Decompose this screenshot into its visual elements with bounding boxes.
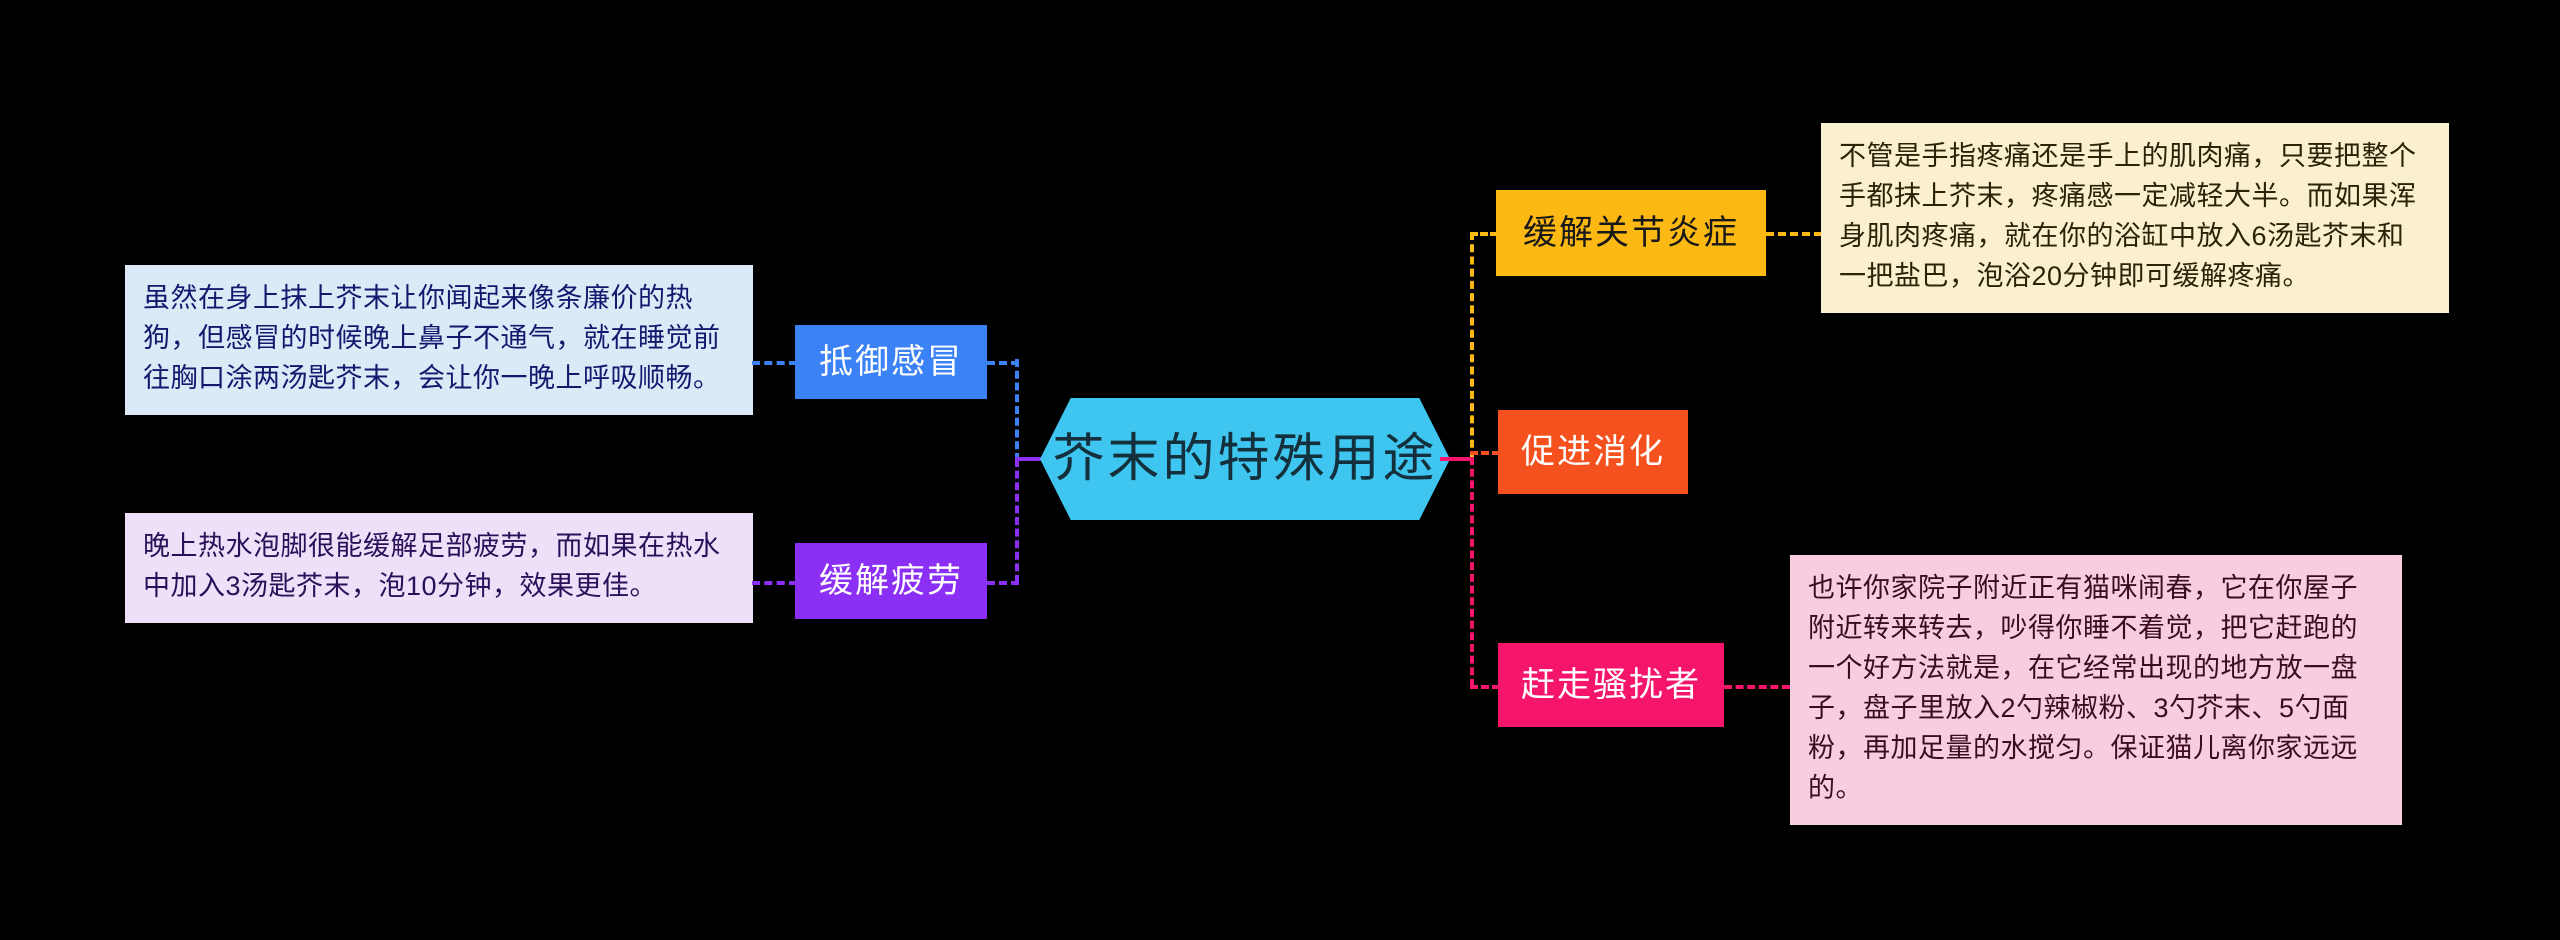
connector-center-right-spine bbox=[1440, 457, 1474, 461]
connector-cold-detail bbox=[752, 361, 797, 365]
detail-panel-cold: 虽然在身上抹上芥末让你闻起来像条廉价的热狗，但感冒的时候晚上鼻子不通气，就在睡觉… bbox=[125, 265, 753, 415]
connector-arthritis-detail bbox=[1766, 232, 1822, 236]
connector-pests-detail bbox=[1724, 685, 1790, 689]
connector-left-spine-center bbox=[1015, 457, 1047, 461]
connector-fatigue-detail bbox=[752, 581, 797, 585]
detail-panel-arthritis: 不管是手指疼痛还是手上的肌肉痛，只要把整个手都抹上芥末，疼痛感一定减轻大半。而如… bbox=[1821, 123, 2449, 313]
connector-spine-arthritis bbox=[1470, 232, 1498, 236]
detail-panel-fatigue: 晚上热水泡脚很能缓解足部疲劳，而如果在热水中加入3汤匙芥末，泡10分钟，效果更佳… bbox=[125, 513, 753, 623]
branch-node-arthritis[interactable]: 缓解关节炎症 bbox=[1496, 190, 1766, 276]
branch-node-cold[interactable]: 抵御感冒 bbox=[795, 325, 987, 399]
center-node[interactable]: 芥末的特殊用途 bbox=[1040, 398, 1450, 520]
branch-node-digestion[interactable]: 促进消化 bbox=[1498, 410, 1688, 494]
branch-node-fatigue[interactable]: 缓解疲劳 bbox=[795, 543, 987, 619]
connector-spine-digestion bbox=[1470, 451, 1500, 455]
detail-panel-pests: 也许你家院子附近正有猫咪闹春，它在你屋子附近转来转去，吵得你睡不着觉，把它赶跑的… bbox=[1790, 555, 2402, 825]
connector-cold-spine bbox=[987, 361, 1019, 365]
connector-fatigue-spine bbox=[987, 581, 1019, 585]
spine-left-lower bbox=[1015, 459, 1019, 583]
branch-node-pests[interactable]: 赶走骚扰者 bbox=[1498, 643, 1724, 727]
spine-right-lower bbox=[1470, 457, 1474, 687]
connector-spine-pests bbox=[1470, 685, 1500, 689]
spine-right-upper bbox=[1470, 232, 1474, 460]
spine-left-upper bbox=[1015, 359, 1019, 461]
